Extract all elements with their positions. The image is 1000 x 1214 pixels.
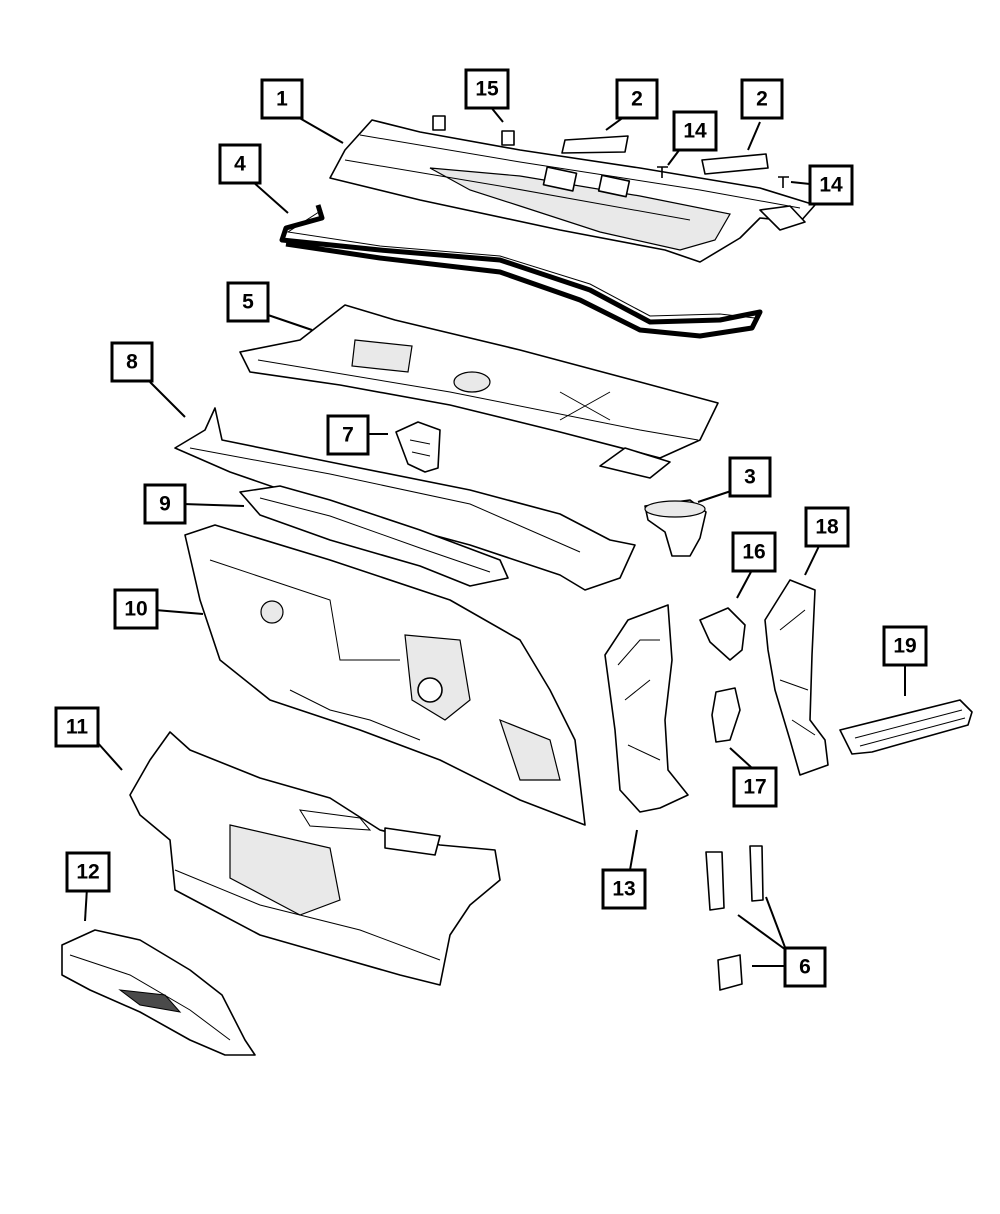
- callout-19: 19: [882, 625, 928, 667]
- callout-9: 9: [143, 483, 187, 525]
- callout-label: 17: [743, 776, 766, 799]
- callout-label: 3: [744, 466, 756, 489]
- insulator-seal-part: [239, 485, 509, 587]
- callout-18: 18: [804, 506, 850, 548]
- hinge-bracket-part: [699, 607, 746, 661]
- hinge-pillar-part: [764, 579, 829, 776]
- callout-label: 14: [683, 120, 707, 143]
- callout-2-left: 2: [615, 78, 659, 120]
- rail-part: [839, 699, 973, 755]
- callout-label: 8: [126, 351, 138, 374]
- callout-2-right: 2: [740, 78, 784, 120]
- callout-label: 12: [76, 861, 99, 884]
- callout-10: 10: [113, 588, 159, 630]
- callout-4: 4: [218, 143, 262, 185]
- callout-label: 4: [234, 153, 246, 176]
- callout-label: 11: [66, 716, 89, 739]
- push-pin-part: [657, 166, 789, 188]
- callout-16: 16: [731, 531, 777, 573]
- callout-label: 9: [159, 493, 171, 516]
- callout-17: 17: [732, 766, 778, 808]
- callout-14-right: 14: [808, 164, 854, 206]
- callout-label: 16: [742, 541, 765, 564]
- callout-3: 3: [728, 456, 772, 498]
- patch-part: [705, 845, 764, 991]
- callout-label: 10: [124, 598, 147, 621]
- callout-label: 2: [756, 88, 768, 111]
- callout-label: 19: [893, 635, 916, 658]
- callout-15: 15: [464, 68, 510, 110]
- callout-label: 15: [475, 78, 499, 101]
- callout-8: 8: [110, 341, 154, 383]
- dash-silencer-part: [129, 731, 501, 986]
- callout-14-left: 14: [672, 110, 718, 152]
- callout-label: 1: [276, 88, 288, 111]
- dash-panel-part: [184, 524, 586, 826]
- bracket-part: [395, 421, 441, 473]
- callout-11: 11: [54, 706, 100, 748]
- callout-5: 5: [226, 281, 270, 323]
- callout-label: 6: [799, 956, 811, 979]
- a-pillar-part: [604, 604, 689, 813]
- floor-silencer-part: [61, 929, 256, 1056]
- reinforcement-part: [711, 687, 741, 743]
- callout-label: 5: [242, 291, 254, 314]
- callout-1: 1: [260, 78, 304, 120]
- callout-label: 13: [612, 878, 635, 901]
- callout-label: 18: [815, 516, 839, 539]
- leader-lines: [84, 105, 906, 967]
- pad-part: [561, 135, 769, 175]
- callout-label: 14: [819, 174, 843, 197]
- callout-13: 13: [601, 868, 647, 910]
- callout-7: 7: [326, 414, 370, 456]
- callout-6: 6: [783, 946, 827, 988]
- callout-label: 7: [342, 424, 354, 447]
- air-duct-part: [644, 499, 707, 557]
- cowl-seal-part: [279, 204, 763, 339]
- callout-label: 2: [631, 88, 643, 111]
- plenum-panel-part: [239, 304, 719, 459]
- callout-12: 12: [65, 851, 111, 893]
- cowl-top-panel-part: [329, 119, 816, 263]
- clip-part: [432, 115, 515, 146]
